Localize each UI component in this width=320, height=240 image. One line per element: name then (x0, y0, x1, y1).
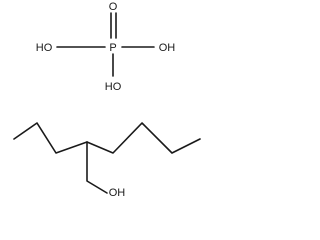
phosphoric-acid-molecule: O P HO OH HO (36, 1, 176, 93)
bottom-hydroxyl-label: HO (105, 81, 122, 93)
chemical-structure-diagram: O P HO OH HO OH (13, 1, 201, 199)
hydroxymethyl-bonds (86, 141, 108, 194)
left-hydroxyl-label: HO (36, 42, 53, 54)
ethyl-branch-bonds (13, 122, 88, 154)
butyl-chain-bonds (86, 122, 201, 154)
ethylhexanol-molecule: OH (13, 122, 201, 199)
ethylhexanol-hydroxyl-label: OH (109, 187, 126, 199)
atom-p-label: P (109, 42, 116, 54)
atom-o-label: O (109, 1, 118, 13)
right-hydroxyl-label: OH (159, 42, 176, 54)
